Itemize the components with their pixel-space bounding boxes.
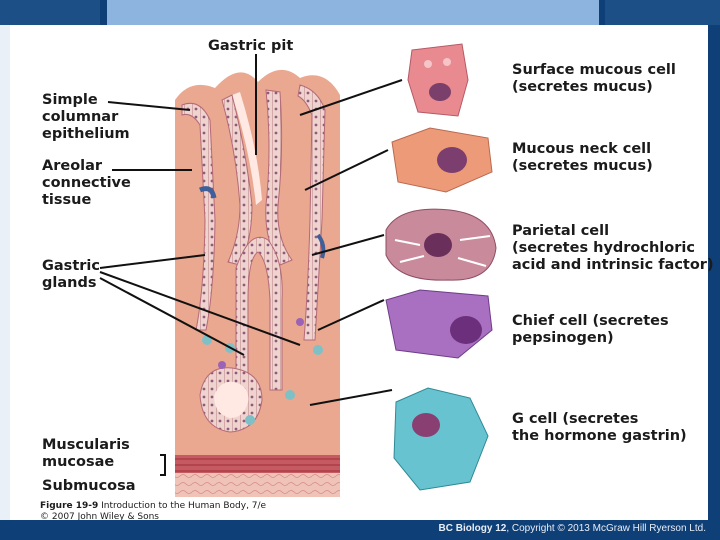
- header-panel-center: [107, 0, 599, 25]
- figure-number: Figure 19-9: [40, 501, 99, 511]
- label-g-cell: G cell (secretes the hormone gastrin): [512, 411, 687, 444]
- label-simple-columnar-epithelium: Simple columnar epithelium: [42, 92, 130, 142]
- leader-parietal: [311, 234, 385, 256]
- label-muscularis-mucosae: Muscularis mucosae: [42, 437, 130, 470]
- leader-epithelium: [107, 101, 191, 111]
- leader-mucous-neck: [304, 149, 389, 191]
- muscularis-bracket: [160, 454, 166, 476]
- muscularis-layer: [175, 455, 340, 473]
- label-gastric-pit: Gastric pit: [208, 38, 294, 54]
- left-margin: [0, 25, 10, 520]
- leader-gland-1: [99, 254, 206, 269]
- label-areolar-connective-tissue: Areolar connective tissue: [42, 158, 131, 208]
- figure-source: Introduction to the Human Body, 7/e: [98, 501, 267, 511]
- label-parietal-cell: Parietal cell (secretes hydrochloric aci…: [512, 223, 714, 273]
- leader-g-cell: [309, 389, 393, 406]
- label-submucosa: Submucosa: [42, 478, 136, 494]
- leader-gland-2: [99, 277, 245, 356]
- copyright-credit: © 2007 John Wiley & Sons: [40, 512, 159, 522]
- footer-rest: , Copyright © 2013 McGraw Hill Ryerson L…: [506, 523, 706, 534]
- header-panel-right: [605, 0, 720, 25]
- leader-gland-3: [99, 271, 301, 346]
- label-mucous-neck-cell: Mucous neck cell (secretes mucus): [512, 141, 653, 174]
- figure-credit: Figure 19-9 Introduction to the Human Bo…: [40, 501, 266, 512]
- chief-cell-drawing: [385, 289, 493, 359]
- footer-copyright: BC Biology 12, Copyright © 2013 McGraw H…: [439, 523, 706, 534]
- header-panel-left: [0, 0, 100, 25]
- surface-mucous-cell-drawing: [407, 43, 469, 117]
- footer-course: BC Biology 12: [438, 523, 507, 534]
- g-cell-drawing: [393, 387, 489, 491]
- leader-surface-mucous: [299, 79, 403, 116]
- right-sidebar-bar: [708, 25, 720, 520]
- label-gastric-glands: Gastric glands: [42, 258, 100, 291]
- parietal-cell-drawing: [385, 208, 497, 281]
- submucosa-layer: [175, 473, 340, 497]
- leader-lines: [99, 54, 403, 476]
- header-bar: [0, 0, 720, 25]
- mucosa-block: [175, 69, 340, 497]
- footer-bar: BC Biology 12, Copyright © 2013 McGraw H…: [0, 520, 720, 540]
- leader-chief: [317, 299, 385, 331]
- label-chief-cell: Chief cell (secretes pepsinogen): [512, 313, 669, 346]
- mucous-neck-cell-drawing: [391, 127, 493, 193]
- label-surface-mucous-cell: Surface mucous cell (secretes mucus): [512, 62, 676, 95]
